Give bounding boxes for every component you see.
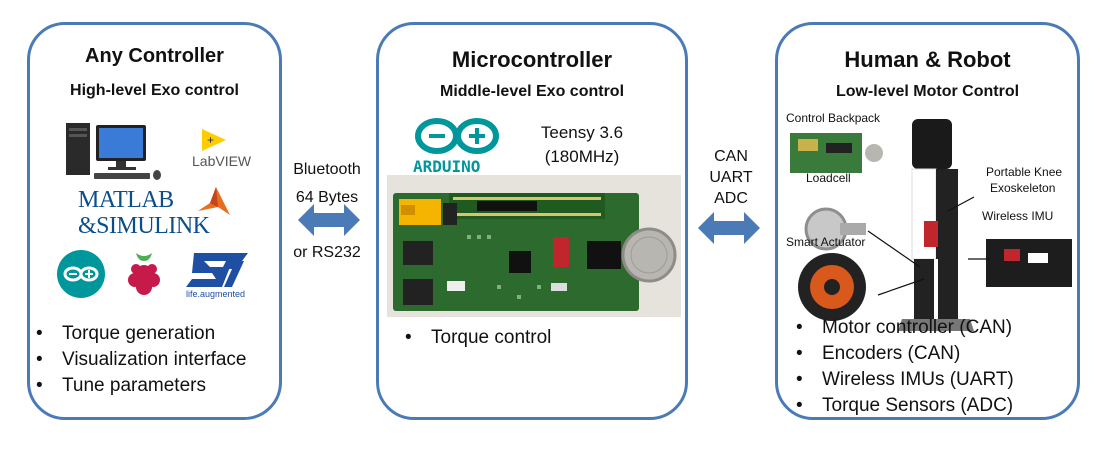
link-line-bytes: 64 Bytes	[295, 189, 359, 206]
panel-title: Human & Robot	[844, 47, 1011, 72]
labview-arrow-icon: +	[202, 129, 226, 151]
bullet-torque-control: •Torque control	[405, 327, 552, 348]
matlab-membrane-icon	[198, 187, 230, 215]
arduino-logo-icon	[57, 250, 105, 298]
low-level-panel: Human & Robot Low-level Motor Control	[775, 22, 1080, 420]
teensy-clock: (180MHz)	[544, 147, 620, 166]
arduino-brand: ARDUINO	[413, 117, 503, 179]
labview-text: LabVIEW	[192, 153, 252, 169]
bluetooth-link-label: Bluetooth 64 Bytes	[283, 158, 371, 210]
exoskeleton-photo	[790, 119, 1072, 331]
label-knee-line1: Portable Knee	[986, 165, 1063, 179]
panel-subtitle: High-level Exo control	[70, 82, 239, 99]
teensy-label: Teensy 3.6 (180MHz)	[527, 121, 637, 169]
matlab-text: MATLAB	[78, 187, 174, 213]
bidirectional-arrow-right	[698, 212, 760, 244]
bullet-wireless-imus: •Wireless IMUs (UART)	[796, 369, 1014, 390]
bullet-encoders: •Encoders (CAN)	[796, 343, 961, 364]
bullet-motor-controller: •Motor controller (CAN)	[796, 317, 1013, 338]
bidirectional-arrow-left	[298, 204, 360, 236]
svg-text:+: +	[207, 133, 214, 147]
simulink-text: &SIMULINK	[78, 213, 210, 239]
bullet-torque-generation: •Torque generation	[36, 323, 216, 344]
arduino-wordmark: ARDUINO	[413, 157, 481, 176]
arduino-infinity-icon	[415, 118, 499, 154]
teensy-model: Teensy 3.6	[540, 123, 624, 142]
desktop-computer-icon	[66, 123, 161, 180]
bullet-visualization-interface: •Visualization interface	[36, 349, 247, 370]
can-uart-adc-label: CAN UART ADC	[692, 146, 770, 209]
st-tagline: life.augmented	[186, 289, 246, 299]
bullet-tune-parameters: •Tune parameters	[36, 375, 206, 396]
link-line-adc: ADC	[714, 190, 748, 207]
matlab-simulink-logo: MATLAB &SIMULINK	[78, 185, 238, 245]
middle-level-panel: Microcontroller Middle-level Exo control…	[376, 22, 688, 420]
label-control-backpack: Control Backpack	[786, 111, 881, 125]
bullet-torque-sensors: •Torque Sensors (ADC)	[796, 395, 1014, 416]
link-line-can: CAN	[714, 148, 748, 165]
panel-subtitle: Low-level Motor Control	[835, 83, 1020, 100]
high-level-panel: Any Controller High-level Exo control + …	[27, 22, 282, 420]
link-line-uart: UART	[709, 169, 753, 186]
panel-title: Any Controller	[85, 45, 224, 67]
panel-title: Microcontroller	[451, 47, 613, 72]
label-loadcell: Loadcell	[806, 171, 851, 185]
raspberry-pi-icon	[128, 253, 160, 295]
panel-subtitle: Middle-level Exo control	[439, 83, 625, 100]
label-smart-actuator: Smart Actuator	[786, 235, 866, 249]
st-logo: life.augmented	[184, 253, 250, 303]
st-mark-icon	[186, 253, 248, 287]
link-line-rs232: or RS232	[293, 244, 361, 261]
label-wireless-imu: Wireless IMU	[982, 209, 1054, 223]
labview-logo: + LabVIEW	[192, 129, 262, 179]
teensy-board-photo	[387, 175, 681, 317]
link-line-bluetooth: Bluetooth	[293, 161, 361, 178]
label-knee-line2: Exoskeleton	[990, 181, 1056, 195]
